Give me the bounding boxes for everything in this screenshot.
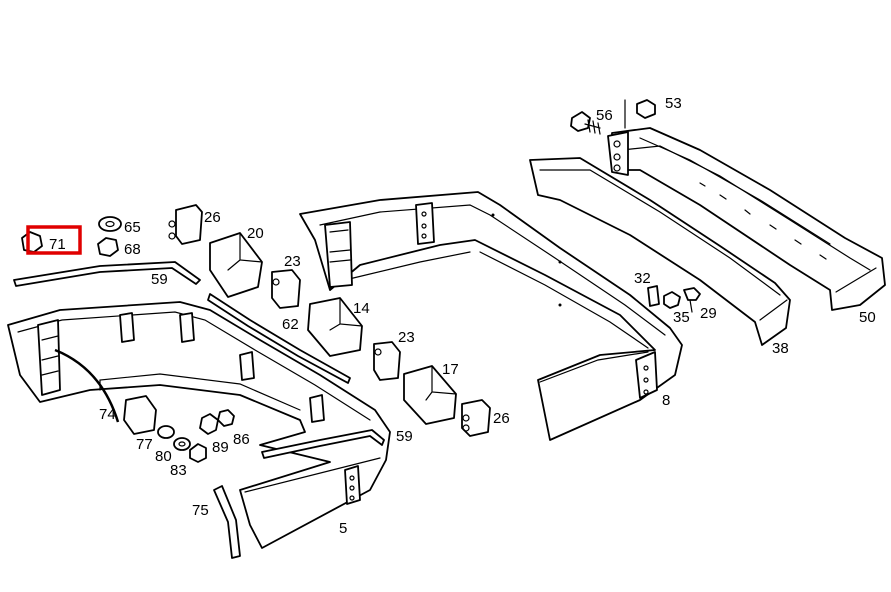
part-83-washer — [173, 437, 191, 451]
callout-62: 62 — [282, 316, 299, 333]
part-68-nut — [97, 237, 119, 257]
part-56-screw — [570, 111, 601, 135]
callout-89: 89 — [212, 439, 229, 456]
part-8-rear-bumper — [299, 191, 683, 441]
callout-74: 74 — [99, 406, 116, 423]
part-14-block — [307, 297, 363, 357]
part-62-strip — [207, 293, 351, 384]
part-59-trim-lower — [261, 429, 385, 459]
part-29-screw — [683, 287, 701, 313]
callout-77: 77 — [136, 436, 153, 453]
part-5-front-bumper — [7, 301, 391, 549]
part-65-washer — [98, 216, 122, 232]
callout-83: 83 — [170, 462, 187, 479]
callout-26-bottom: 26 — [493, 410, 510, 427]
part-20-block — [209, 232, 263, 298]
part-80-washer — [157, 425, 175, 439]
callout-29: 29 — [700, 305, 717, 322]
part-53-bracket — [607, 99, 656, 176]
part-74-cable — [54, 348, 120, 423]
part-17-block — [403, 365, 457, 425]
part-23-bracket-top — [271, 269, 301, 309]
part-71-clip — [21, 231, 43, 253]
callout-59-upper: 59 — [151, 271, 168, 288]
part-38-bumper-strip — [529, 157, 791, 346]
part-86-nut — [217, 409, 235, 427]
part-nut-lower — [189, 443, 207, 463]
callout-38: 38 — [772, 340, 789, 357]
callout-53: 53 — [665, 95, 682, 112]
callout-5: 5 — [339, 520, 347, 537]
callout-68: 68 — [124, 241, 141, 258]
callout-35: 35 — [673, 309, 690, 326]
callout-23-top: 23 — [284, 253, 301, 270]
callout-26-top: 26 — [204, 209, 221, 226]
callout-75: 75 — [192, 502, 209, 519]
callout-59-lower: 59 — [396, 428, 413, 445]
callout-56: 56 — [596, 107, 613, 124]
callout-50: 50 — [859, 309, 876, 326]
part-75-trim — [213, 485, 241, 559]
part-89-nut — [199, 413, 219, 435]
part-59-trim-upper — [13, 261, 201, 287]
part-23-bracket-bottom — [373, 341, 401, 381]
callout-20: 20 — [247, 225, 264, 242]
callout-23-bottom: 23 — [398, 329, 415, 346]
callout-71: 71 — [49, 236, 66, 253]
callout-80: 80 — [155, 448, 172, 465]
part-26-buffer-top — [168, 204, 203, 245]
callout-17: 17 — [442, 361, 459, 378]
part-50-bumper-cover — [611, 127, 886, 311]
highlight-box-71 — [26, 225, 82, 255]
part-26-buffer-bottom — [461, 399, 491, 437]
callout-86: 86 — [233, 431, 250, 448]
callout-14: 14 — [353, 300, 370, 317]
part-32-clip — [647, 285, 660, 307]
callout-8: 8 — [662, 392, 670, 409]
callout-65: 65 — [124, 219, 141, 236]
part-35-bolt — [663, 291, 681, 309]
part-77-bracket — [123, 395, 157, 435]
callout-32: 32 — [634, 270, 651, 287]
